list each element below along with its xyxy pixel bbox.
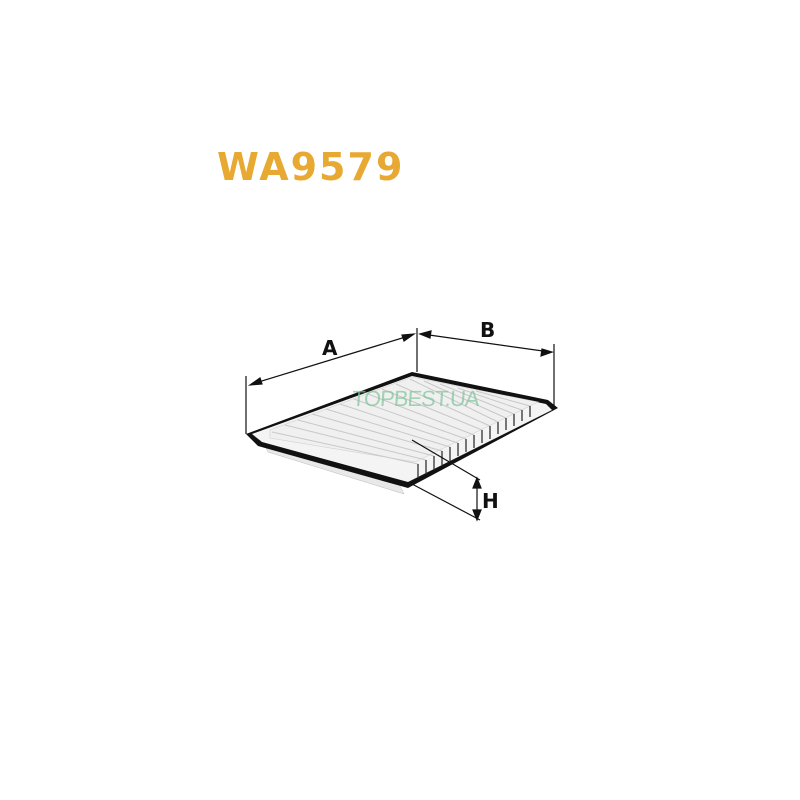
dimension-a xyxy=(245,328,418,434)
filter-media xyxy=(269,376,539,463)
product-code: WA9579 xyxy=(217,145,405,189)
dimension-h-label: H xyxy=(482,489,499,513)
dimension-b-label: B xyxy=(480,318,496,342)
dimension-h xyxy=(411,439,482,522)
watermark: TOPBEST.UA xyxy=(351,386,480,411)
dimension-b xyxy=(418,330,555,408)
dimension-a-label: A xyxy=(322,336,338,360)
